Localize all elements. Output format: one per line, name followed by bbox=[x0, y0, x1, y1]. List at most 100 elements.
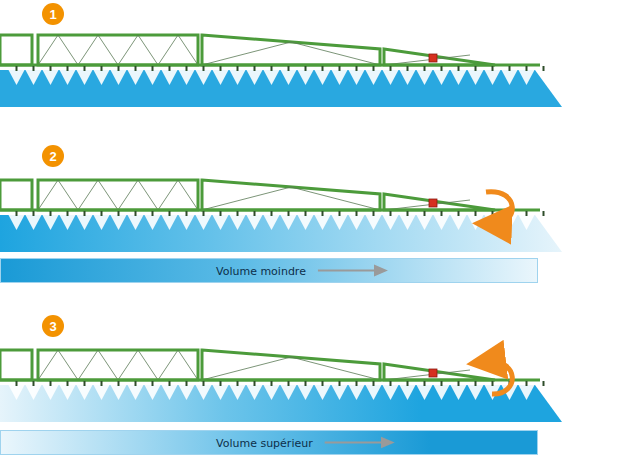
nozzle bbox=[373, 381, 375, 386]
spray-gap bbox=[366, 215, 382, 230]
nozzle bbox=[424, 66, 426, 71]
boom-section bbox=[202, 350, 380, 380]
nozzle bbox=[118, 381, 120, 386]
nozzle bbox=[407, 381, 409, 386]
truss bbox=[158, 180, 198, 210]
spray-gap bbox=[400, 70, 416, 85]
spray-gap bbox=[264, 385, 280, 400]
nozzle bbox=[407, 211, 409, 216]
spray-gap bbox=[417, 70, 433, 85]
nozzle bbox=[84, 211, 86, 216]
spray-gap bbox=[519, 70, 535, 85]
spray-gap bbox=[468, 215, 484, 230]
nozzle bbox=[373, 211, 375, 216]
spray-gap bbox=[162, 70, 178, 85]
spray-gap bbox=[332, 215, 348, 230]
sprayer-boom bbox=[0, 180, 562, 252]
spray-gap bbox=[9, 385, 25, 400]
nozzle bbox=[152, 211, 154, 216]
nozzle bbox=[67, 381, 69, 386]
nozzle bbox=[390, 211, 392, 216]
spray-gap bbox=[315, 385, 331, 400]
spray-gap bbox=[281, 215, 297, 230]
truss bbox=[202, 42, 380, 65]
nozzle bbox=[509, 66, 511, 71]
nozzle bbox=[288, 381, 290, 386]
nozzle bbox=[305, 211, 307, 216]
spray-gap bbox=[451, 385, 467, 400]
nozzle bbox=[50, 66, 52, 71]
nozzle bbox=[33, 211, 35, 216]
spray-gap bbox=[519, 385, 535, 400]
spray-gap bbox=[298, 385, 314, 400]
nozzle bbox=[356, 211, 358, 216]
callout-number: 2 bbox=[42, 145, 64, 167]
spray-gap bbox=[196, 70, 212, 85]
nozzle bbox=[288, 211, 290, 216]
nozzle bbox=[339, 66, 341, 71]
spray-gap bbox=[179, 385, 195, 400]
spray-gap bbox=[94, 70, 110, 85]
nozzle bbox=[322, 381, 324, 386]
nozzle bbox=[424, 381, 426, 386]
spray-gap bbox=[230, 215, 246, 230]
spray-gap bbox=[145, 70, 161, 85]
nozzle bbox=[356, 381, 358, 386]
nozzle bbox=[186, 381, 188, 386]
spray-gap bbox=[179, 70, 195, 85]
nozzle bbox=[339, 211, 341, 216]
nozzle bbox=[373, 66, 375, 71]
spray-gap bbox=[213, 215, 229, 230]
nozzle bbox=[492, 381, 494, 386]
nozzle bbox=[16, 211, 18, 216]
truss bbox=[78, 35, 118, 65]
nozzle bbox=[118, 211, 120, 216]
spray-gap bbox=[145, 215, 161, 230]
direction-arrow bbox=[318, 270, 384, 272]
nozzle bbox=[101, 66, 103, 71]
volume-band: Volume supérieur bbox=[0, 430, 538, 455]
spray-gap bbox=[213, 385, 229, 400]
spray-gap bbox=[111, 215, 127, 230]
nozzle bbox=[169, 211, 171, 216]
nozzle bbox=[50, 211, 52, 216]
spray-gap bbox=[332, 385, 348, 400]
boom-section bbox=[202, 180, 380, 210]
nozzle bbox=[322, 66, 324, 71]
truss bbox=[118, 35, 158, 65]
nozzle bbox=[458, 211, 460, 216]
spray-gap bbox=[400, 215, 416, 230]
spray-gap bbox=[315, 70, 331, 85]
spray-gap bbox=[383, 70, 399, 85]
boom-section bbox=[38, 180, 198, 210]
boom-section bbox=[384, 364, 495, 380]
nozzle bbox=[152, 381, 154, 386]
nozzle bbox=[135, 211, 137, 216]
nozzle bbox=[271, 211, 273, 216]
spray-gap bbox=[247, 215, 263, 230]
sprayer-boom bbox=[0, 350, 562, 422]
spray-gap bbox=[315, 215, 331, 230]
spray-gap bbox=[213, 70, 229, 85]
spray-gap bbox=[281, 70, 297, 85]
nozzle bbox=[186, 211, 188, 216]
spray-band bbox=[0, 215, 562, 252]
spray-gap bbox=[434, 215, 450, 230]
nozzle bbox=[84, 381, 86, 386]
spray-gap bbox=[349, 385, 365, 400]
truss bbox=[202, 357, 380, 380]
boom-section bbox=[384, 49, 495, 65]
nozzle bbox=[390, 66, 392, 71]
nozzle bbox=[305, 381, 307, 386]
spray-gap bbox=[111, 70, 127, 85]
nozzle bbox=[271, 381, 273, 386]
spray-gap bbox=[26, 385, 42, 400]
nozzle bbox=[322, 211, 324, 216]
nozzle bbox=[135, 66, 137, 71]
spray-gap bbox=[77, 70, 93, 85]
nozzle bbox=[254, 211, 256, 216]
band-label: Volume moindre bbox=[216, 264, 306, 277]
spray-gap bbox=[417, 215, 433, 230]
